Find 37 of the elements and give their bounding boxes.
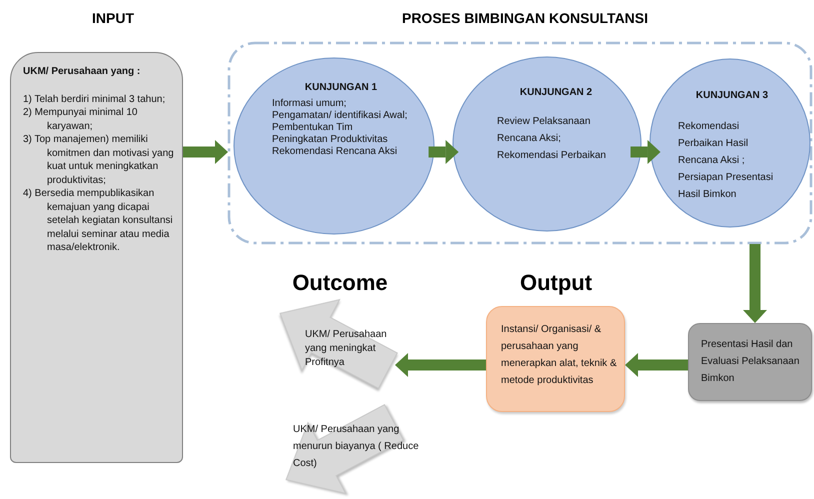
node-text: Rekomendasi Rencana Aksi [272, 146, 398, 158]
list-item: 2) Mempunyai minimal 10 karyawan; [23, 106, 138, 133]
visit-circle [234, 58, 434, 234]
heading-text: KUNJUNGAN 2 [518, 86, 594, 100]
visit-circle [453, 57, 641, 231]
list-item: 4) Bersedia mempublikasikan kemajuan yang dicapai setelah kegiatan konsultansi melalui seminar atau media masa/elektronik. [23, 187, 174, 254]
heading-text: KUNJUNGAN 3 [694, 89, 770, 103]
section-heading: PROSES BIMBINGAN KONSULTANSI [402, 10, 648, 26]
node-text: Rekomendasi Perbaikan Hasil Rencana Aksi ; [678, 120, 750, 168]
output-box [486, 306, 625, 412]
chevron-arrow [428, 140, 459, 164]
chevron-arrow [743, 244, 767, 323]
node-text: Presentasi Hasil dan Evaluasi Pelaksanaan Bimkon [701, 338, 800, 386]
node-text: Instansi/ Organisasi/ & perusahaan yang menerapkan alat, teknik & metode produktivitas [501, 323, 618, 388]
heading-text: UKM/ Perusahaan yang : [23, 65, 142, 78]
chevron-arrow [630, 140, 661, 164]
node-text: UKM/ Perusahaan yang menurun biayanya ( Reduce Cost) [293, 423, 420, 471]
node-text: Pengamatan/ identifikasi Awal; [272, 110, 408, 122]
heading-text: KUNJUNGAN 1 [304, 82, 378, 94]
section-title: Output [520, 270, 592, 296]
node-text: Review Pelaksanaan Rencana Aksi; [497, 115, 592, 146]
criteria-card [10, 52, 183, 463]
visit-circle [650, 59, 810, 227]
node-text: Persiapan Presentasi Hasil Bimkon [678, 171, 774, 202]
section-title: Outcome [292, 270, 388, 296]
dashed-frame [228, 42, 812, 244]
node-text: UKM/ Perusahaan yang meningkat Profitnya [305, 328, 388, 370]
node-text: Pembentukan Tim Peningkatan Produktivitas [272, 122, 389, 146]
list-item: 1) Telah berdiri minimal 3 tahun; [23, 92, 166, 106]
list-item: 3) Top manajemen) memiliki komitmen dan motivasi yang kuat untuk meningkatkan produktivitas; [23, 133, 175, 187]
node-text: Rekomendasi Perbaikan [497, 149, 607, 163]
process-box [688, 323, 812, 401]
chevron-arrow [395, 353, 486, 377]
chevron-arrow [625, 353, 688, 377]
section-heading: INPUT [92, 10, 134, 26]
chevron-arrow [183, 140, 228, 164]
node-text: Informasi umum; [272, 98, 348, 110]
